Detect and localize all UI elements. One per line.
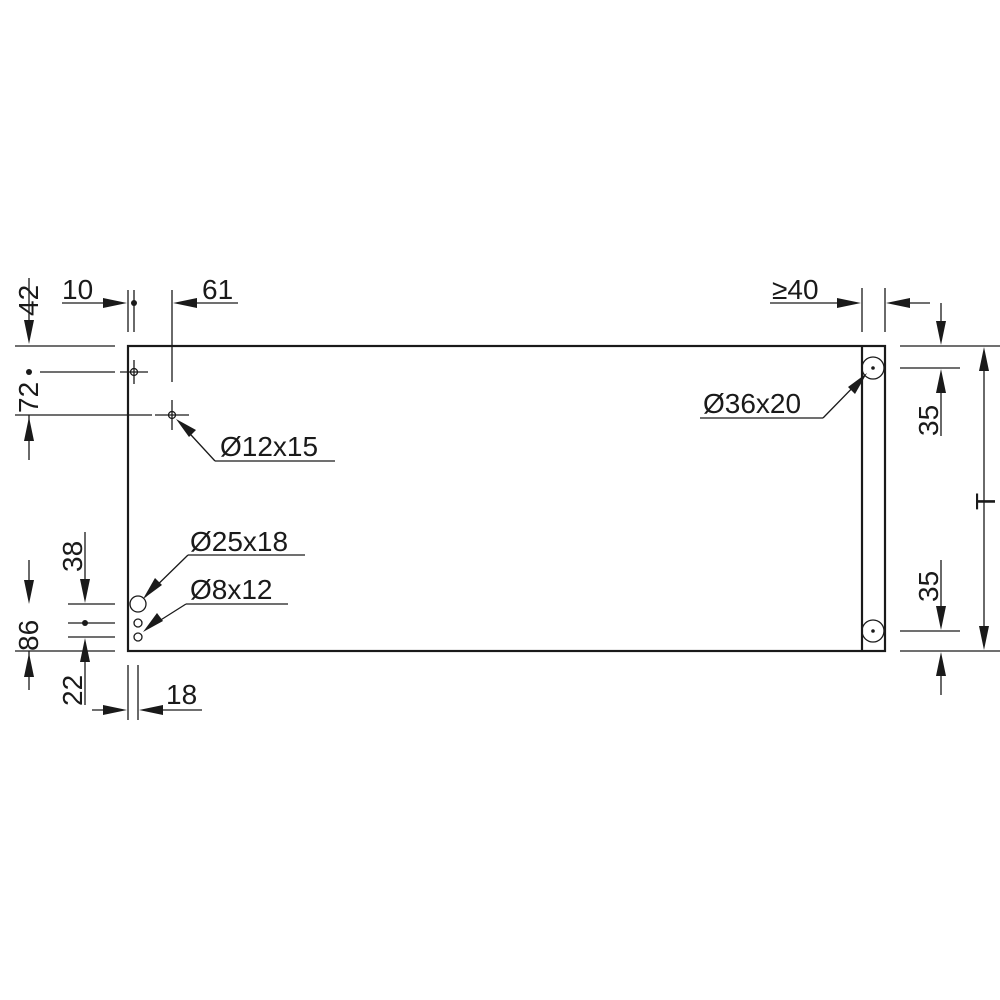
dim-label-ge40: ≥40 xyxy=(772,274,819,305)
dim-35-bottom xyxy=(936,560,946,695)
dim-label-35-bottom: 35 xyxy=(913,571,944,602)
dim-dot xyxy=(131,300,137,306)
dim-35-top xyxy=(936,303,946,436)
extension-lines-right xyxy=(900,345,1000,652)
dim-label-61: 61 xyxy=(202,274,233,305)
dim-61 xyxy=(173,298,238,308)
dim-label-35-top: 35 xyxy=(913,405,944,436)
leader-12x15 xyxy=(176,419,335,462)
hole-8x12-lower xyxy=(133,632,143,642)
label-hole-8x12: Ø8x12 xyxy=(190,574,273,605)
dim-10 xyxy=(62,298,127,308)
extension-lines-left xyxy=(15,290,173,720)
leader-25x18 xyxy=(143,554,305,599)
dim-label-38: 38 xyxy=(57,541,88,572)
hole-36x20-top xyxy=(861,356,885,380)
dim-38 xyxy=(80,532,90,603)
label-hole-25x18: Ø25x18 xyxy=(190,526,288,557)
dim-dot xyxy=(82,620,88,626)
dim-label-42: 42 xyxy=(13,285,44,316)
dim-ge40 xyxy=(770,288,930,332)
hole-25x18 xyxy=(129,595,147,613)
hole-8x12-upper xyxy=(133,618,143,628)
dim-label-72: 72 xyxy=(13,382,44,413)
hole-small-top-left xyxy=(120,360,148,384)
panel-outline xyxy=(126,344,887,653)
dim-label-86: 86 xyxy=(13,620,44,651)
dim-22 xyxy=(80,638,90,705)
leader-8x12 xyxy=(143,603,288,632)
dim-72 xyxy=(24,415,34,460)
dim-dot xyxy=(26,369,32,375)
hole-12x15 xyxy=(155,400,189,430)
dim-label-22: 22 xyxy=(57,675,88,706)
hole-36x20-bottom xyxy=(861,619,885,643)
dim-18 xyxy=(92,705,202,715)
leader-36x20 xyxy=(700,373,867,419)
dim-42 xyxy=(24,278,34,344)
label-hole-36x20: Ø36x20 xyxy=(703,388,801,419)
label-hole-12x15: Ø12x15 xyxy=(220,431,318,462)
dim-86 xyxy=(24,560,34,690)
dim-label-18: 18 xyxy=(166,679,197,710)
dim-label-10: 10 xyxy=(62,274,93,305)
dim-label-T: T xyxy=(970,493,1000,510)
dim-T xyxy=(979,347,989,650)
